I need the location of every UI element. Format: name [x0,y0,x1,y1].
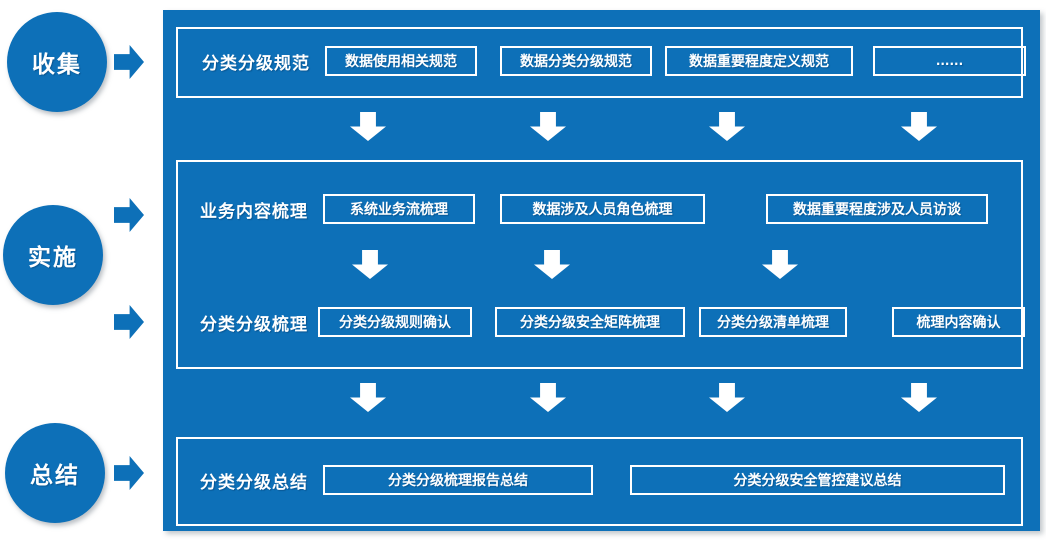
process-box: 数据重要程度涉及人员访谈 [766,194,988,224]
down-arrow-icon [709,383,745,412]
down-arrow-icon [901,383,937,412]
down-arrow-icon [350,112,386,141]
stage-label-summary: 总结 [30,463,80,489]
down-arrow-icon [352,250,388,279]
row-label-spec: 分类分级规范 [202,53,310,74]
process-box: 分类分级规则确认 [318,307,472,337]
right-arrow-icon [114,45,144,79]
right-arrow-icon [114,456,144,490]
process-box: 分类分级安全管控建议总结 [630,465,1005,495]
process-box: 数据重要程度定义规范 [665,46,853,76]
down-arrow-icon [530,112,566,141]
row-label-sorting: 分类分级梳理 [200,314,308,335]
row-label-business: 业务内容梳理 [200,201,308,222]
process-box: 梳理内容确认 [892,307,1025,337]
main-panel: 分类分级规范 数据使用相关规范 数据分类分级规范 数据重要程度定义规范 ....… [163,10,1040,531]
process-box: 数据分类分级规范 [500,46,652,76]
right-arrow-icon [114,198,144,232]
section-implement-container: 业务内容梳理 系统业务流梳理 数据涉及人员角色梳理 数据重要程度涉及人员访谈 分… [176,160,1025,369]
process-box: 系统业务流梳理 [323,194,475,224]
section-spec-container: 分类分级规范 数据使用相关规范 数据分类分级规范 数据重要程度定义规范 ....… [176,27,1026,98]
down-arrow-icon [762,250,798,279]
down-arrow-icon [530,383,566,412]
process-box-ellipsis: ...... [873,46,1026,76]
stage-circle-collect: 收集 [7,12,107,112]
process-box: 数据使用相关规范 [325,46,477,76]
down-arrow-icon [709,112,745,141]
down-arrow-icon [901,112,937,141]
stage-label-collect: 收集 [32,52,82,78]
process-box: 分类分级清单梳理 [699,307,847,337]
down-arrow-icon [534,250,570,279]
row-label-summary: 分类分级总结 [200,472,308,493]
process-box: 分类分级安全矩阵梳理 [495,307,685,337]
process-box: 分类分级梳理报告总结 [323,465,593,495]
stage-circle-implement: 实施 [3,205,103,305]
stage-circle-summary: 总结 [5,423,105,523]
stage-label-implement: 实施 [28,245,78,271]
right-arrow-icon [114,305,144,339]
down-arrow-icon [350,383,386,412]
process-box: 数据涉及人员角色梳理 [500,194,705,224]
section-summary-container: 分类分级总结 分类分级梳理报告总结 分类分级安全管控建议总结 [176,437,1023,526]
